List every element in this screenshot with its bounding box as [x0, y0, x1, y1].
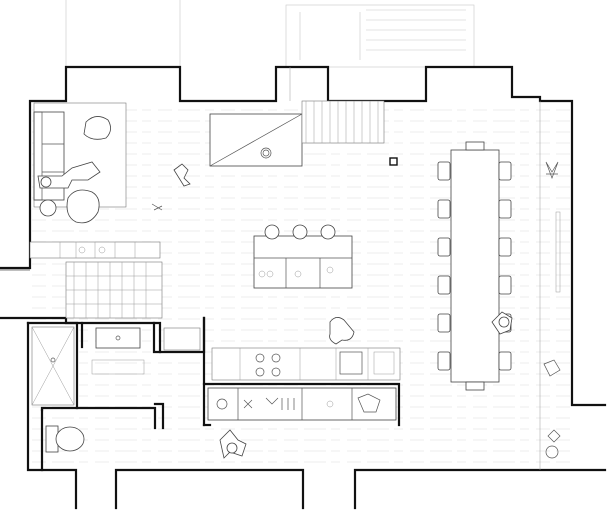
dining-chair [498, 351, 512, 371]
plant [545, 161, 559, 179]
sink [339, 351, 363, 375]
dining-chair [437, 237, 451, 257]
dining-chair [437, 351, 451, 371]
dining-chair-end [465, 141, 485, 151]
exterior-context [65, 0, 475, 68]
chair-object [543, 359, 561, 377]
dining-chair-end [465, 381, 485, 391]
dining-chair [437, 199, 451, 219]
dining-chair [498, 237, 512, 257]
stair-void [209, 113, 303, 167]
cooktop [255, 353, 265, 363]
cabinet [163, 327, 201, 351]
toilet [55, 426, 85, 452]
living-area [29, 102, 191, 259]
dining-chair [437, 161, 451, 181]
toy [173, 163, 191, 187]
kitchen-counter [207, 347, 401, 421]
plant-corner [545, 429, 561, 459]
dining-chair [498, 199, 512, 219]
column [389, 157, 398, 166]
staircase [289, 67, 385, 144]
armchair [66, 189, 100, 224]
person-figure-kitchen [329, 317, 355, 345]
person-figure [37, 161, 101, 189]
dining-chair [498, 161, 512, 181]
bathroom [31, 326, 145, 453]
washbasin [95, 327, 141, 349]
armchair-cushion [83, 116, 111, 140]
dining-chair [437, 313, 451, 333]
dining-table [450, 149, 500, 383]
round-side-table [39, 199, 57, 217]
dining-chair [498, 275, 512, 295]
wall-shelf [555, 211, 561, 293]
dining-chair [437, 275, 451, 295]
secondary-stair [0, 261, 163, 319]
kitchen-island [253, 224, 353, 289]
